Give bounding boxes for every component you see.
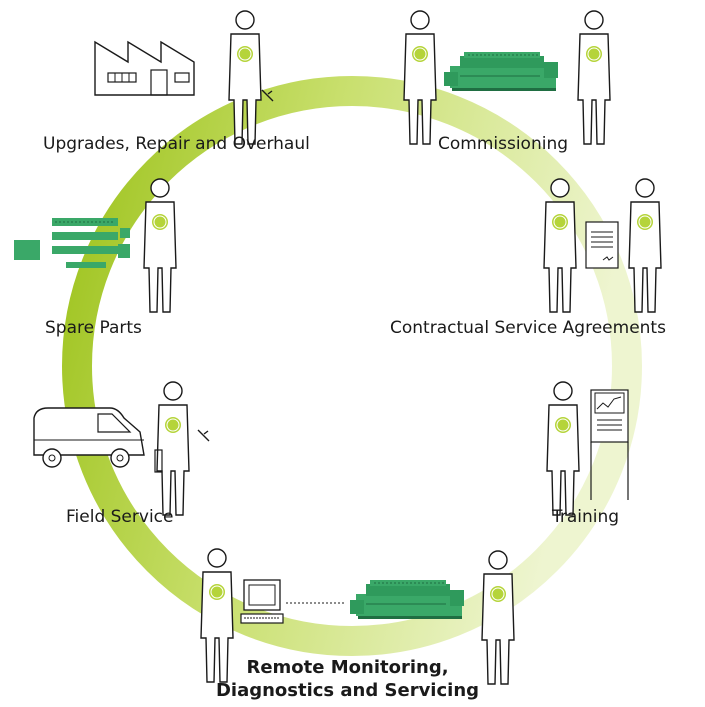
- label-remote-line2: Diagnostics and Servicing: [215, 680, 480, 701]
- label-training: Training: [552, 507, 620, 527]
- label-remote: Remote Monitoring, Diagnostics and Servi…: [195, 656, 500, 702]
- case-icon: [154, 449, 163, 473]
- person-icon-training: [546, 381, 580, 516]
- computer-icon: [240, 579, 284, 624]
- cycle-ring: [62, 76, 642, 656]
- label-commissioning: Commissioning: [438, 134, 569, 154]
- document-icon: [585, 221, 619, 269]
- label-csa: Contractual Service Agreements: [390, 318, 666, 338]
- person-icon-commissioning-2: [577, 10, 611, 145]
- wrench-icon: [261, 89, 274, 102]
- chart-board-icon: [590, 389, 629, 500]
- wrench-icon-field: [197, 429, 210, 442]
- label-upgrades: Upgrades, Repair and Overhaul: [43, 134, 310, 154]
- label-field-service: Field Service: [66, 507, 174, 527]
- label-spare-parts: Spare Parts: [45, 318, 142, 338]
- person-icon-csa-2: [628, 178, 662, 313]
- label-remote-line1: Remote Monitoring,: [246, 657, 449, 678]
- factory-icon: [94, 40, 195, 96]
- spare-parts-icon: [14, 218, 130, 268]
- person-icon-commissioning-1: [403, 10, 437, 145]
- engine-icon-commissioning: [443, 51, 559, 92]
- person-icon-field-service: [156, 381, 190, 516]
- van-icon: [33, 407, 145, 468]
- engine-icon-remote: [349, 579, 465, 620]
